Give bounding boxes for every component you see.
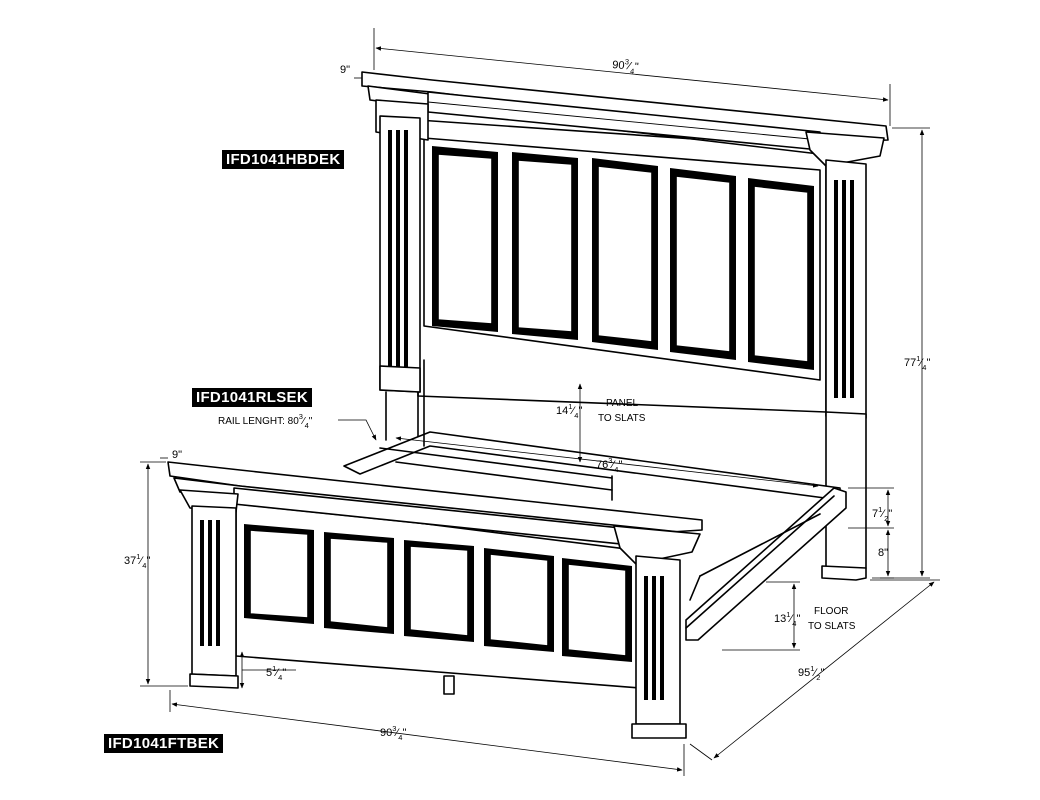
footboard: [167, 461, 703, 739]
note-floor-line2: TO SLATS: [808, 621, 856, 632]
dim-rail-height: 71⁄2": [872, 505, 892, 523]
footboard-right-post: [635, 555, 681, 725]
dim-footboard-depth: 9": [172, 449, 182, 461]
dim-headboard-width: 903⁄4": [611, 56, 639, 76]
headboard-code-tag: IFD1041HBDEK: [222, 150, 345, 169]
dim-leg-height: 8": [878, 547, 888, 559]
note-panel-line1: PANEL: [606, 398, 638, 409]
rail-length-label: RAIL LENGHT: 803⁄4": [218, 412, 313, 430]
dim-headboard-depth: 9": [340, 64, 350, 76]
headboard: [361, 71, 889, 581]
dim-headboard-height: 771⁄4": [904, 354, 930, 372]
footboard-left-foot: [189, 673, 239, 689]
note-panel-line2: TO SLATS: [598, 413, 646, 424]
dim-footboard-height: 371⁄4": [124, 552, 150, 570]
note-floor-line1: FLOOR: [814, 606, 848, 617]
center-support-leg: [443, 675, 455, 695]
dim-floor-to-slats: 131⁄4": [774, 610, 800, 628]
dimension-texts: 903⁄4" 9" 771⁄4" 141⁄4" PANEL TO SLATS 7…: [124, 56, 930, 742]
dim-overall-length: 951⁄2": [798, 664, 824, 682]
headboard-right-foot: [821, 565, 867, 581]
headboard-panels: [432, 146, 814, 370]
dim-inner-width: 763⁄4": [596, 456, 622, 474]
dimension-lines: [140, 28, 940, 776]
footboard-left-post: [191, 505, 237, 677]
right-side-rail: [685, 487, 847, 641]
dim-foot-leg: 51⁄4": [266, 664, 286, 682]
footboard-code-tag: IFD1041FTBEK: [104, 734, 224, 753]
footboard-right-foot: [631, 723, 687, 739]
dim-panel-to-slats: 141⁄4": [556, 402, 582, 420]
dim-footboard-width: 903⁄4": [380, 724, 406, 742]
rails-code-tag: IFD1041RLSEK: [192, 388, 312, 407]
footboard-panels: [244, 524, 632, 662]
